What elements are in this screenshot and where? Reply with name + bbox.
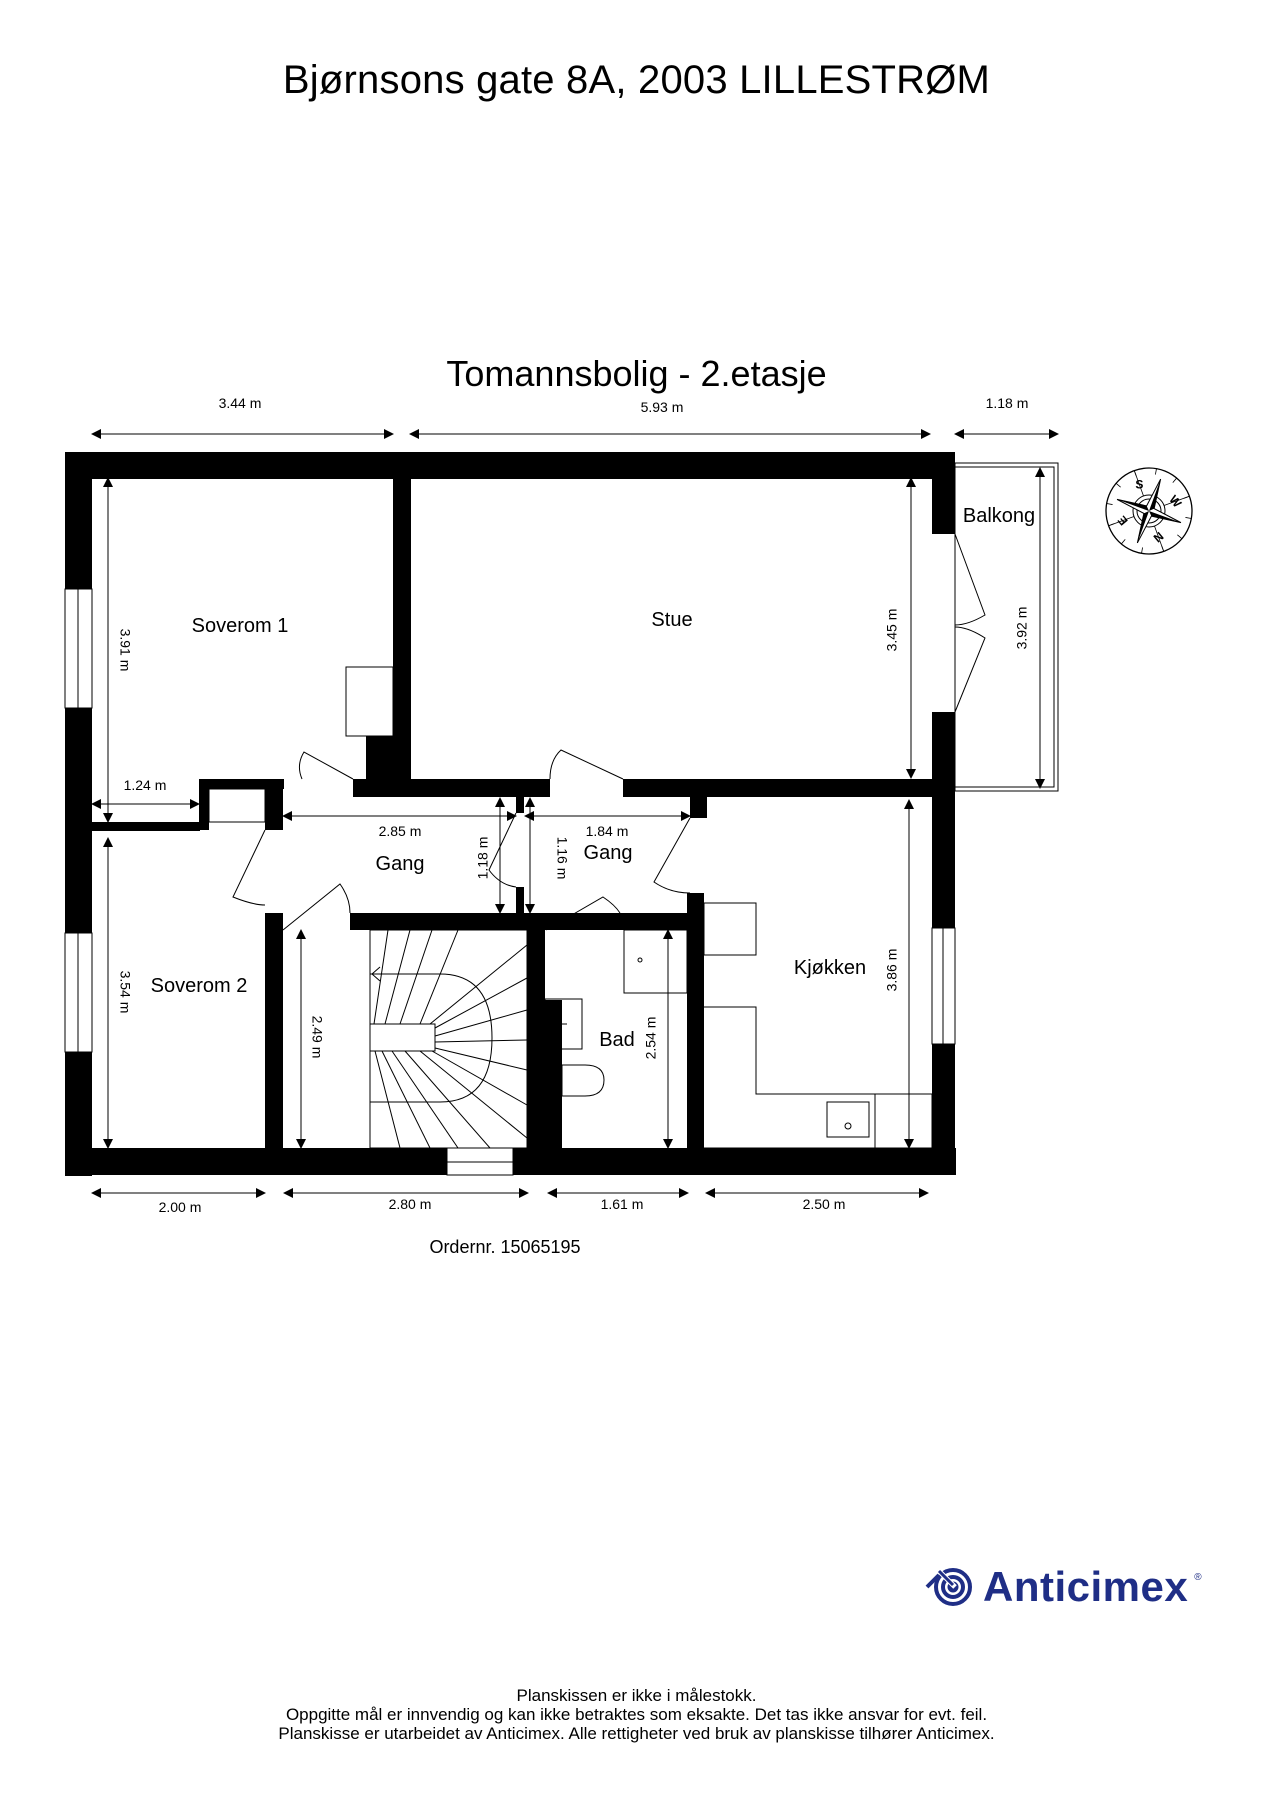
anticimex-logo-icon (925, 1567, 972, 1606)
dimension-label: 3.44 m (219, 395, 262, 411)
dimension-lines (91, 429, 1059, 1198)
dimension-label: 2.85 m (379, 823, 422, 839)
staircase (369, 929, 528, 1149)
shower (623, 929, 688, 994)
anticimex-logo: Anticimex ® (923, 1563, 1202, 1611)
dimension-label: 1.16 m (554, 837, 570, 880)
room-label: Gang (376, 853, 425, 875)
dimension-label: 3.92 m (1014, 607, 1030, 650)
fixtures (208, 666, 933, 1149)
disclaimer-line-1: Planskissen er ikke i målestokk. (516, 1686, 757, 1705)
room-label: Stue (651, 609, 692, 631)
bathroom-sink (544, 998, 583, 1050)
disclaimer: Planskissen er ikke i målestokk. Oppgitt… (0, 1686, 1273, 1743)
room-label: Balkong (963, 505, 1035, 527)
page-title: Bjørnsons gate 8A, 2003 LILLESTRØM (282, 58, 991, 102)
dimension-label: 1.18 m (986, 395, 1029, 411)
doors (232, 533, 986, 931)
compass-label-s: S (1135, 478, 1143, 492)
closet-hallway (208, 788, 266, 823)
windows (64, 588, 956, 1176)
dimension-label: 2.80 m (389, 1196, 432, 1212)
closet-soverom1 (345, 666, 394, 737)
kitchen-counter-top (703, 902, 757, 956)
brand-name: Anticimex (983, 1563, 1189, 1610)
room-label: Soverom 1 (192, 615, 289, 637)
disclaimer-line-2: Oppgitte mål er innvendig og kan ikke be… (285, 1705, 988, 1724)
dimension-label: 3.86 m (884, 949, 900, 992)
dimension-label: 5.93 m (641, 399, 684, 415)
dimension-label: 1.18 m (475, 837, 491, 880)
dimension-label: 1.84 m (586, 823, 629, 839)
compass-icon: S W N E (1105, 467, 1193, 555)
dimension-labels: 3.44 m 5.93 m 1.18 m 2.00 m 2.80 m 1.61 m 2.50… (117, 395, 1029, 1215)
dimension-label: 2.54 m (643, 1017, 659, 1060)
dimension-label: 3.54 m (117, 971, 133, 1014)
dimension-label: 2.50 m (803, 1196, 846, 1212)
dimension-label: 3.91 m (117, 629, 133, 672)
plan-title: Tomannsbolig - 2.etasje (446, 353, 827, 394)
disclaimer-line-3: Planskisse er utarbeidet av Anticimex. A… (278, 1724, 995, 1743)
dimension-label: 3.45 m (884, 609, 900, 652)
walls (65, 452, 956, 1176)
room-label: Gang (584, 842, 633, 864)
registered-mark: ® (1194, 1571, 1202, 1583)
room-label: Bad (599, 1029, 635, 1051)
dimension-label: 2.00 m (159, 1199, 202, 1215)
dimension-label: 1.61 m (601, 1196, 644, 1212)
room-label: Kjøkken (794, 957, 866, 979)
order-number: Ordernr. 15065195 (429, 1237, 581, 1257)
kitchen-sink (826, 1101, 870, 1138)
room-label: Soverom 2 (151, 975, 248, 997)
dimension-label: 2.49 m (309, 1016, 325, 1059)
toilet (561, 1064, 605, 1097)
dimension-label: 1.24 m (124, 777, 167, 793)
